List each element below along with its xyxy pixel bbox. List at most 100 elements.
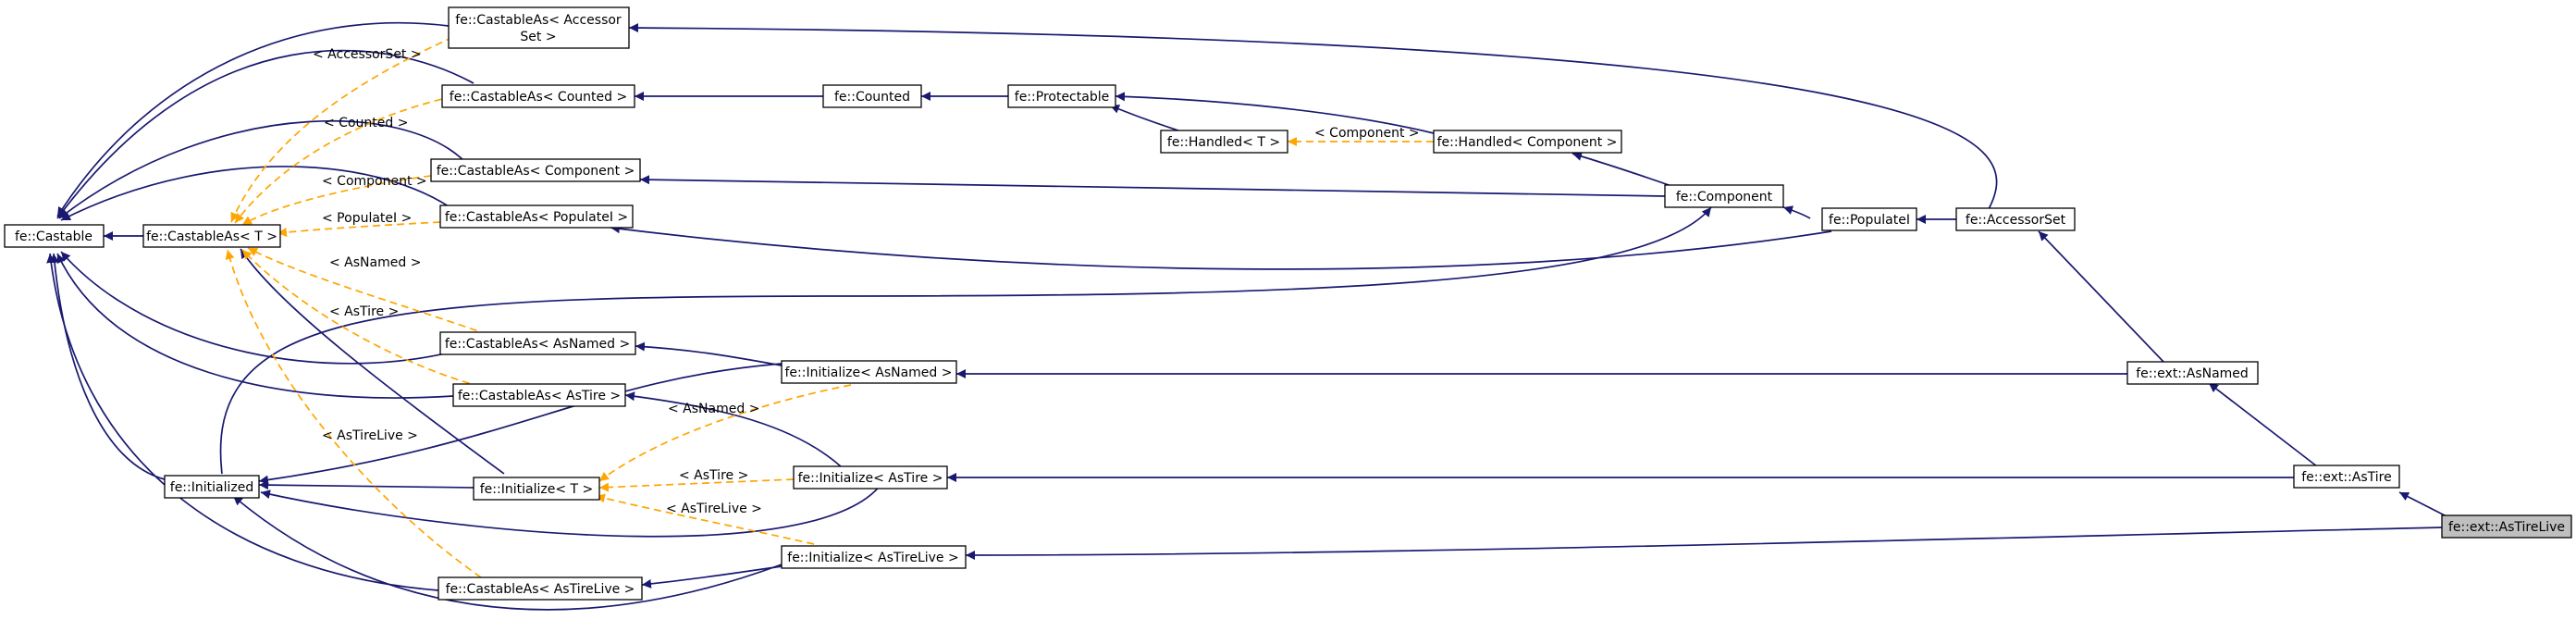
nodes: fe::Castable fe::CastableAs< T > fe::Cas… (4, 6, 2572, 601)
node-castable-as-t[interactable]: fe::CastableAs< T > (142, 224, 281, 248)
node-castable[interactable]: fe::Castable (4, 224, 105, 248)
svg-text:fe::Counted: fe::Counted (834, 90, 910, 105)
edge-asTireLive-asTire (2398, 491, 2447, 517)
edge-asNamed-accessorSet (2038, 230, 2165, 364)
tedge-castCounted (234, 95, 454, 224)
tedge-castAsNamed (247, 247, 500, 340)
edge-label-astirelive-init: < AsTireLive > (666, 502, 762, 516)
tedge-initAsNamed (598, 384, 852, 482)
edge-label-astirelive: < AsTireLive > (322, 428, 418, 443)
svg-text:Set >: Set > (520, 30, 556, 44)
edge-handledT-protectable (1109, 105, 1185, 133)
edge-component-handledComponent (1571, 152, 1675, 188)
tedge-castAsTire (241, 249, 482, 388)
node-populatei[interactable]: fe::PopulateI (1821, 207, 1917, 231)
edge-label-asnamed-init: < AsNamed > (668, 402, 759, 416)
node-initialize-asnamed[interactable]: fe::Initialize< AsNamed > (781, 360, 957, 384)
node-castable-as-counted[interactable]: fe::CastableAs< Counted > (441, 84, 635, 108)
node-initialized[interactable]: fe::Initialized (164, 475, 260, 499)
svg-text:fe::ext::AsTireLive: fe::ext::AsTireLive (2448, 520, 2565, 535)
svg-text:fe::CastableAs< AsTire >: fe::CastableAs< AsTire > (458, 389, 621, 403)
svg-text:fe::Protectable: fe::Protectable (1015, 90, 1109, 105)
node-ext-asnamed[interactable]: fe::ext::AsNamed (2126, 361, 2259, 385)
edge-label-component: < Component > (322, 174, 427, 189)
node-initialize-t[interactable]: fe::Initialize< T > (473, 477, 600, 501)
edge-initAsNamed-initialized (258, 363, 783, 485)
node-initialize-astirelive[interactable]: fe::Initialize< AsTireLive > (781, 545, 967, 569)
svg-text:fe::Initialize< AsTire >: fe::Initialize< AsTire > (798, 471, 943, 486)
node-castable-as-accessorset[interactable]: fe::CastableAs< Accessor Set > (448, 6, 630, 49)
edge-initAsNamed-castAsNamed (635, 341, 783, 366)
tedge-castAccessorSet (230, 36, 454, 223)
node-castable-as-astire[interactable]: fe::CastableAs< AsTire > (452, 383, 626, 407)
edge-initAsTireLive-initialized (232, 495, 783, 611)
node-handled-component[interactable]: fe::Handled< Component > (1433, 130, 1622, 154)
edge-label-populatei: < PopulateI > (322, 211, 412, 226)
edge-initialized-castable (49, 253, 166, 480)
svg-text:fe::Handled< T >: fe::Handled< T > (1167, 135, 1280, 150)
tedge-initAsTireLive (595, 493, 815, 545)
svg-text:fe::CastableAs< Accessor: fe::CastableAs< Accessor (455, 13, 622, 28)
svg-text:fe::Handled< Component >: fe::Handled< Component > (1437, 135, 1618, 150)
inheritance-edges (46, 21, 2447, 611)
svg-text:fe::ext::AsNamed: fe::ext::AsNamed (2136, 366, 2249, 381)
edge-component-castComponent (639, 175, 1666, 197)
template-edges (225, 36, 1434, 578)
edge-initAsTireLive-castAsTireLive (641, 565, 783, 589)
tedge-castPopulateI (277, 221, 441, 237)
node-ext-astire[interactable]: fe::ext::AsTire (2293, 465, 2400, 489)
svg-text:fe::Initialize< T >: fe::Initialize< T > (480, 482, 593, 497)
node-accessorset[interactable]: fe::AccessorSet (1955, 207, 2076, 231)
svg-text:fe::Initialize< AsNamed >: fe::Initialize< AsNamed > (785, 366, 953, 380)
node-castable-as-populatei[interactable]: fe::CastableAs< PopulateI > (439, 204, 634, 229)
edge-accessorSet-castAccessorSet (628, 23, 1998, 210)
svg-text:fe::CastableAs< PopulateI >: fe::CastableAs< PopulateI > (445, 210, 628, 225)
edge-label-component-handled: < Component > (1314, 126, 1420, 141)
edge-asTireLive-initAsTireLive (965, 527, 2443, 560)
svg-text:fe::CastableAs< T >: fe::CastableAs< T > (146, 229, 277, 244)
node-castable-as-astirelive[interactable]: fe::CastableAs< AsTireLive > (438, 576, 643, 601)
node-ext-astirelive[interactable]: fe::ext::AsTireLive (2441, 514, 2572, 539)
template-edge-labels: < AccessorSet > < Counted > < Component … (313, 47, 1420, 516)
edge-populateI-castPopulateI (610, 224, 1832, 270)
edge-label-accessorset: < AccessorSet > (313, 47, 422, 62)
svg-text:fe::AccessorSet: fe::AccessorSet (1966, 213, 2066, 228)
node-counted[interactable]: fe::Counted (822, 84, 922, 108)
edge-initAsTire-initialized (260, 466, 891, 538)
edge-label-astire: < AsTire > (329, 304, 399, 319)
edge-castCounted-castable (56, 49, 475, 219)
edge-castComponent-castable (58, 119, 475, 219)
edge-castPopulateI-castable (60, 166, 475, 228)
edge-asTire-asNamed (2208, 382, 2318, 467)
node-component[interactable]: fe::Component (1664, 184, 1784, 208)
edge-initT-initialized (258, 480, 475, 490)
node-protectable[interactable]: fe::Protectable (1007, 84, 1116, 108)
edge-label-astire-init: < AsTire > (679, 468, 748, 483)
svg-text:fe::Component: fe::Component (1676, 190, 1773, 204)
tedge-castComponent (241, 175, 432, 226)
edge-initialized-component (219, 206, 1712, 475)
edge-handledComponent-protectable (1115, 92, 1435, 134)
edge-castAsNamed-castable (60, 251, 475, 365)
svg-text:fe::CastableAs< AsNamed >: fe::CastableAs< AsNamed > (445, 337, 630, 352)
edge-castAccessorSet-castable (56, 21, 450, 217)
svg-text:fe::PopulateI: fe::PopulateI (1829, 213, 1910, 228)
svg-text:fe::CastableAs< Counted >: fe::CastableAs< Counted > (450, 90, 627, 105)
svg-text:fe::Castable: fe::Castable (15, 229, 92, 244)
tedge-castAsTireLive (225, 249, 482, 578)
edge-castAsTire-castable (56, 253, 454, 399)
node-castable-as-asnamed[interactable]: fe::CastableAs< AsNamed > (439, 331, 636, 355)
node-initialize-astire[interactable]: fe::Initialize< AsTire > (793, 465, 948, 489)
svg-text:fe::Initialize< AsTireLive >: fe::Initialize< AsTireLive > (787, 551, 958, 565)
node-handled-t[interactable]: fe::Handled< T > (1160, 130, 1288, 154)
edge-populateI-component (1782, 205, 1811, 219)
node-castable-as-component[interactable]: fe::CastableAs< Component > (430, 158, 641, 182)
edge-label-counted: < Counted > (324, 116, 408, 130)
svg-text:fe::ext::AsTire: fe::ext::AsTire (2301, 470, 2392, 485)
edge-label-asnamed: < AsNamed > (329, 255, 421, 270)
svg-text:fe::CastableAs< Component >: fe::CastableAs< Component > (437, 164, 635, 179)
tedge-initAsTire (598, 478, 795, 492)
edge-initAsTire-castAsTire (624, 391, 843, 468)
svg-text:fe::Initialized: fe::Initialized (170, 480, 253, 495)
